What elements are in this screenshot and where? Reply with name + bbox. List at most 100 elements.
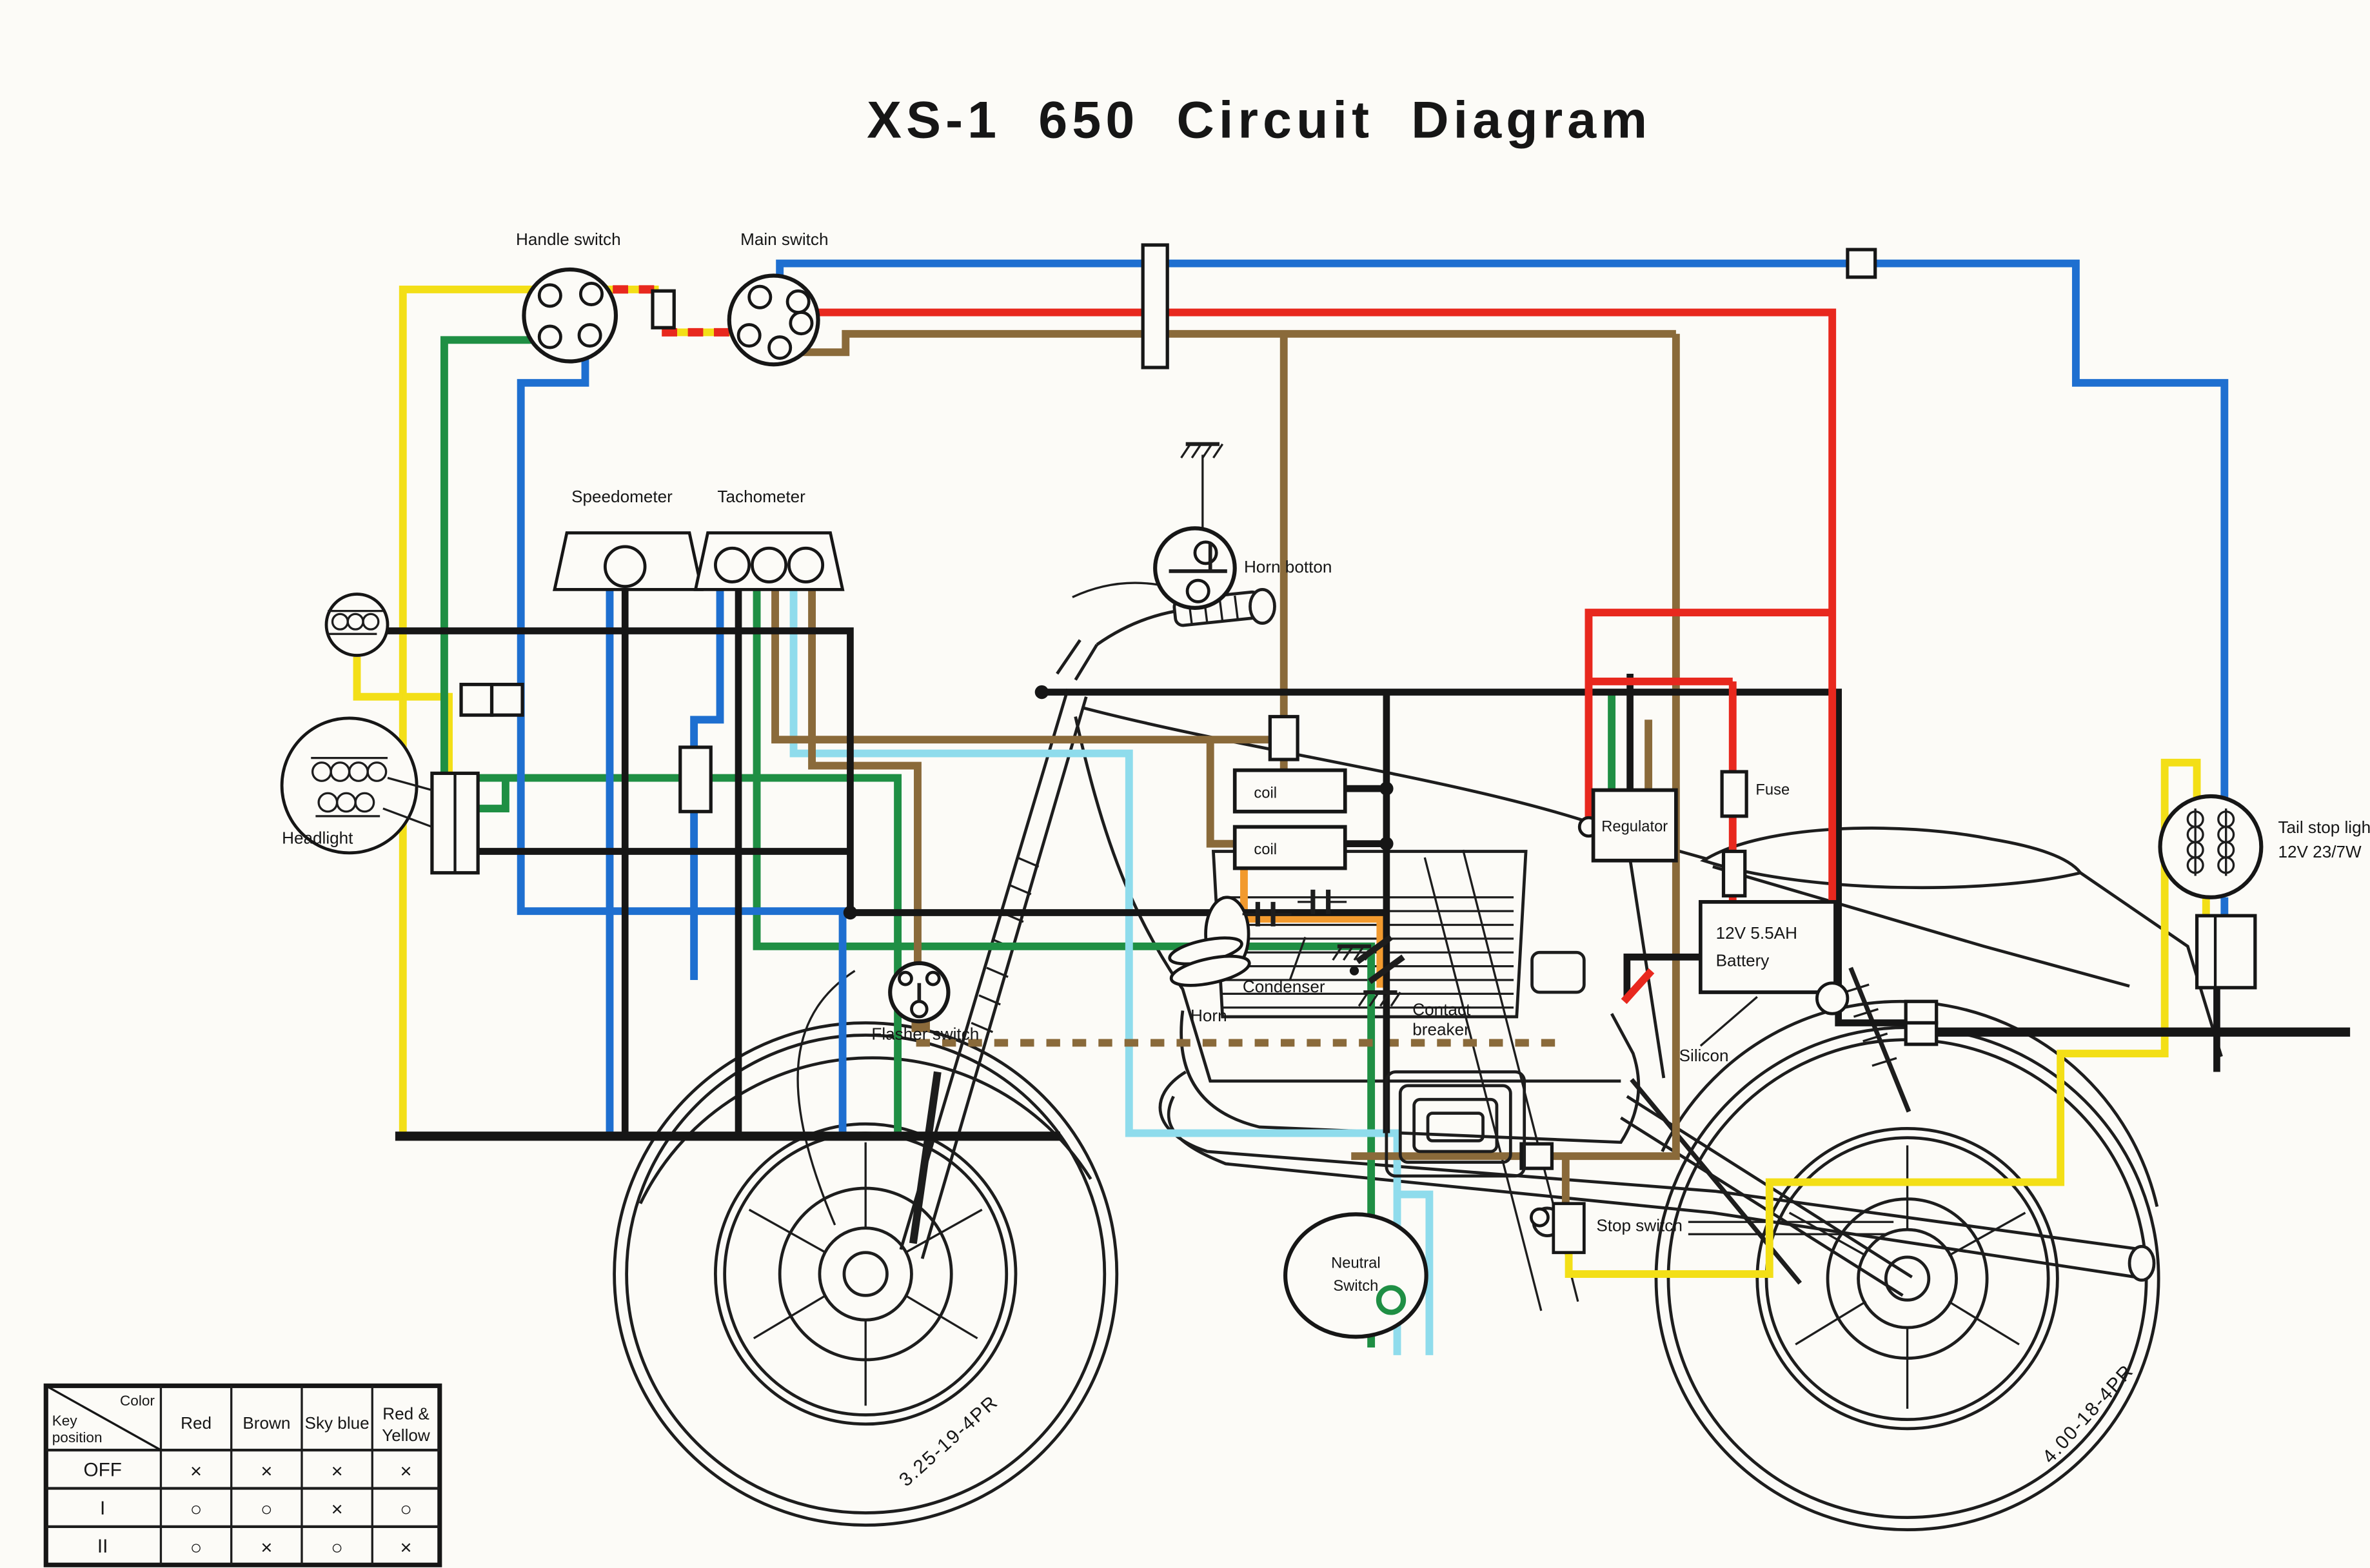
label-horn-button: Horn botton — [1244, 557, 1332, 576]
label-tail-light-2: 12V 23/7W — [2278, 842, 2362, 861]
label-regulator: Regulator — [1601, 818, 1668, 836]
label-headlight: Headlight — [282, 828, 353, 848]
wire-skyblue-engine — [1397, 1190, 1434, 1355]
front-wheel — [613, 970, 1119, 1527]
wire-brown-main-trunk — [778, 329, 1676, 357]
wire-black-battery-neg — [1623, 954, 1704, 999]
label-stop-switch: Stop switch — [1596, 1216, 1683, 1235]
label-tail-light-1: Tail stop light — [2278, 818, 2370, 837]
label-contact-breaker-2: breaker — [1412, 1020, 1470, 1039]
wire-black-pilot-run — [388, 627, 854, 913]
wire-green-headlight-stub — [479, 778, 509, 812]
label-flasher-switch: Flasher switch — [871, 1024, 979, 1044]
label-tachometer: Tachometer — [717, 487, 805, 506]
wire-skyblue-tachometer — [789, 589, 1401, 1355]
label-contact-breaker-1: Contact — [1412, 1000, 1471, 1019]
handle-switch — [522, 267, 618, 364]
table-cell: × — [261, 1536, 272, 1559]
connector — [1141, 243, 1169, 369]
label-coil-1: coil — [1254, 784, 1277, 801]
table-col-red: Red — [181, 1413, 212, 1433]
table-cell: × — [331, 1460, 343, 1482]
seat — [1700, 827, 2084, 890]
wire-brown-tach-2-flasher — [808, 589, 922, 982]
connector — [1846, 248, 1877, 279]
fuse-holder — [1721, 849, 1747, 897]
table-cell: ○ — [331, 1536, 343, 1559]
wire-black-top-loop — [1042, 689, 1906, 1026]
connector — [1519, 1142, 1554, 1170]
headlight-bulb — [280, 716, 433, 855]
headlight-connector — [430, 771, 480, 875]
ground-icon — [1358, 990, 1401, 1007]
wire-brown-tach-1 — [771, 589, 1284, 744]
contact-breaker-symbol — [1349, 934, 1405, 985]
table-col-skyblue: Sky blue — [305, 1413, 370, 1433]
label-speedometer: Speedometer — [571, 487, 673, 506]
connector — [1904, 1021, 1939, 1046]
wire-green-tachometer — [753, 589, 1376, 1348]
stop-switch — [1530, 1202, 1586, 1255]
wire-brown-coil2-stub — [1206, 740, 1235, 848]
table-row-key: OFF — [83, 1460, 121, 1481]
table-col-redyellow-2: Yellow — [382, 1426, 430, 1445]
table-cell: × — [331, 1498, 343, 1520]
ground-icon — [1332, 944, 1376, 961]
components — [280, 267, 2264, 1339]
ignition-coil-1 — [1232, 768, 1347, 814]
table-cell: ○ — [190, 1498, 202, 1520]
label-condenser: Condenser — [1243, 977, 1325, 996]
table-cell: × — [400, 1536, 412, 1559]
rear-wheel — [1654, 999, 2160, 1531]
fuse-holder — [1720, 770, 1748, 818]
handlebar — [1072, 582, 1276, 646]
wire-yellow-headlight-branch — [402, 692, 453, 775]
main-switch — [727, 273, 820, 367]
label-handle-switch: Handle switch — [516, 230, 621, 249]
wire-blue-tachometer — [690, 589, 724, 980]
flasher-switch — [888, 961, 951, 1024]
wire-yellow-left-main — [399, 285, 540, 1137]
connector — [459, 683, 494, 717]
engine — [1180, 850, 1641, 1144]
label-silicon: Silicon — [1679, 1046, 1729, 1065]
wiring — [353, 259, 2351, 1355]
table-cell: ○ — [261, 1498, 273, 1520]
pilot-bulb — [324, 593, 390, 657]
table-cell: ○ — [400, 1498, 412, 1520]
horn-unit — [1168, 896, 1251, 987]
table-row-key: I — [100, 1498, 105, 1519]
labels: XS-1 650 Circuit Diagram Handle switch M… — [282, 92, 2370, 1295]
table-col-brown: Brown — [242, 1413, 290, 1433]
wire-blue-handle-down — [517, 338, 847, 1137]
connector — [489, 683, 524, 717]
key-position-table: Color Key position Red Brown Sky blue Re… — [43, 1383, 442, 1567]
speedometer-unit — [553, 531, 704, 591]
label-fuse: Fuse — [1755, 781, 1790, 799]
ground-icon — [1180, 442, 1224, 459]
label-horn: Horn — [1190, 1006, 1227, 1025]
wire-yellow-rear-run — [1565, 758, 2201, 1278]
tail-connector — [2195, 914, 2257, 990]
table-corner-key-2: position — [52, 1429, 103, 1446]
connectors — [430, 243, 2257, 1170]
table-row-key: II — [97, 1536, 108, 1557]
alternator-winding — [1385, 1070, 1526, 1178]
wire-red-silicon-stub — [1621, 968, 1655, 1004]
label-battery-2: Battery — [1716, 951, 1770, 970]
label-main-switch: Main switch — [740, 230, 828, 249]
connector — [651, 289, 676, 329]
front-fork — [899, 639, 1098, 1259]
table-corner-color: Color — [120, 1393, 155, 1409]
table-corner-key-1: Key — [52, 1413, 78, 1429]
label-neutral-switch-1: Neutral — [1331, 1255, 1381, 1272]
label-coil-2: coil — [1254, 841, 1277, 858]
label-neutral-switch-2: Switch — [1333, 1277, 1378, 1295]
table-cell: ○ — [190, 1536, 202, 1559]
condenser-symbol — [1242, 889, 1347, 981]
table-col-redyellow-1: Red & — [382, 1404, 430, 1424]
wire-yellow-pilot-stub — [353, 656, 403, 701]
tachometer-unit — [693, 531, 845, 591]
